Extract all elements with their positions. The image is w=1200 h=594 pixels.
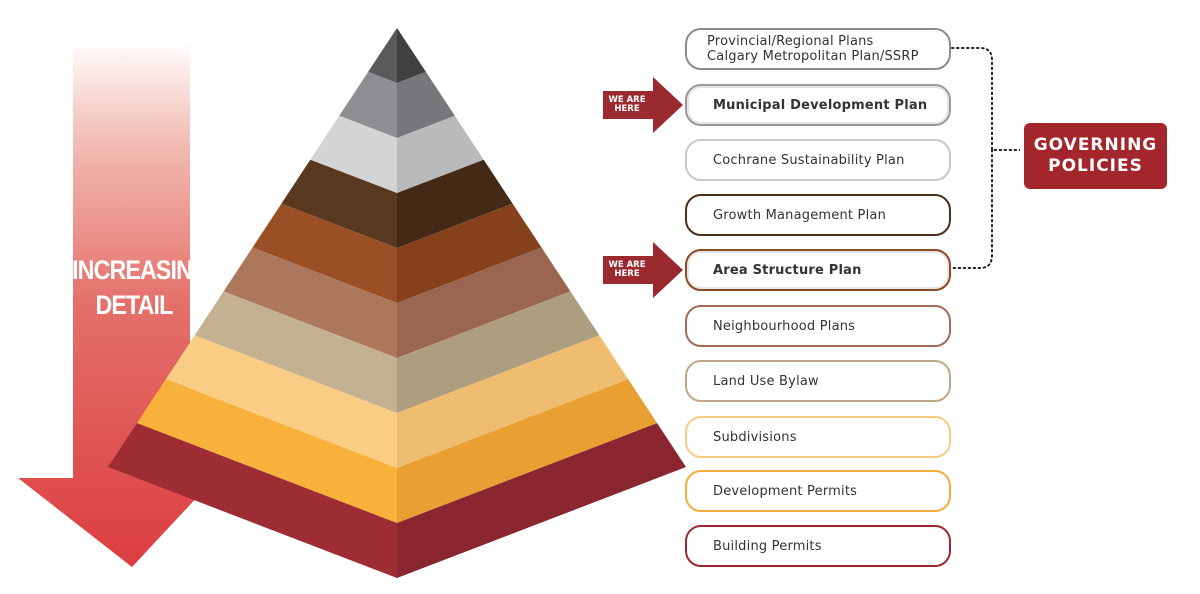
pyramid-layer-4-right bbox=[397, 159, 513, 248]
plan-growth-management[interactable]: Growth Management Plan bbox=[685, 194, 951, 236]
plan-label: Subdivisions bbox=[713, 429, 797, 445]
pyramid-layer-1-right bbox=[397, 28, 426, 83]
plan-label: Municipal Development Plan bbox=[713, 97, 928, 113]
plan-label: Cochrane Sustainability Plan bbox=[713, 152, 905, 168]
pyramid-layer-9-left bbox=[136, 379, 397, 523]
plan-area-structure[interactable]: Area Structure Plan bbox=[685, 249, 951, 291]
plan-label: Development Permits bbox=[713, 483, 858, 499]
plan-label: Land Use Bylaw bbox=[713, 373, 819, 389]
pyramid-layer-8-left bbox=[165, 335, 397, 468]
pyramid-layer-1-left bbox=[368, 28, 397, 83]
plan-land-use-bylaw[interactable]: Land Use Bylaw bbox=[685, 360, 951, 402]
pyramid-layer-6-right bbox=[397, 247, 571, 358]
plan-building-permits[interactable]: Building Permits bbox=[685, 525, 951, 567]
pyramid-layer-2-left bbox=[339, 71, 397, 138]
we-are-here-arrow bbox=[603, 77, 683, 133]
pyramid-layer-3-left bbox=[310, 115, 397, 193]
pyramid-layer-6-left bbox=[223, 247, 397, 358]
pyramid-layer-9-right bbox=[397, 379, 658, 523]
arrow-label-line1: INCREASING bbox=[72, 255, 210, 285]
plan-label: Growth Management Plan bbox=[713, 207, 887, 223]
plan-development-permits[interactable]: Development Permits bbox=[685, 470, 951, 512]
plan-label-line2: Calgary Metropolitan Plan/SSRP bbox=[707, 49, 919, 64]
plan-provincial-regional[interactable]: Provincial/Regional Plans Calgary Metrop… bbox=[685, 28, 951, 70]
plan-label: Area Structure Plan bbox=[713, 262, 862, 278]
pyramid-layer-5-right bbox=[397, 203, 542, 303]
governing-connector bbox=[951, 47, 1020, 269]
plan-cochrane-sustainability[interactable]: Cochrane Sustainability Plan bbox=[685, 139, 951, 181]
pyramid-layer-3-right bbox=[397, 115, 484, 193]
pyramid-layer-7-right bbox=[397, 291, 600, 413]
plan-label: Building Permits bbox=[713, 538, 822, 554]
pyramid-layer-10-right bbox=[397, 423, 686, 578]
pyramid-layer-5-left bbox=[252, 203, 397, 303]
plan-municipal-development[interactable]: Municipal Development Plan bbox=[685, 84, 951, 126]
pyramid-layer-8-right bbox=[397, 335, 629, 468]
pyramid-layer-4-left bbox=[281, 159, 397, 248]
plan-neighbourhood[interactable]: Neighbourhood Plans bbox=[685, 305, 951, 347]
pyramid-layers bbox=[108, 28, 686, 578]
pyramid-layer-7-left bbox=[194, 291, 397, 413]
arrow-label-line2: DETAIL bbox=[95, 290, 174, 320]
governing-policies-badge: GOVERNING POLICIES bbox=[1024, 123, 1167, 189]
pyramid-layer-10-left bbox=[108, 423, 397, 578]
pyramid-layer-2-right bbox=[397, 71, 455, 138]
plan-label: Provincial/Regional Plans bbox=[707, 34, 874, 49]
we-are-here-arrow bbox=[603, 242, 683, 298]
plan-subdivisions[interactable]: Subdivisions bbox=[685, 416, 951, 458]
plan-label: Neighbourhood Plans bbox=[713, 318, 856, 334]
